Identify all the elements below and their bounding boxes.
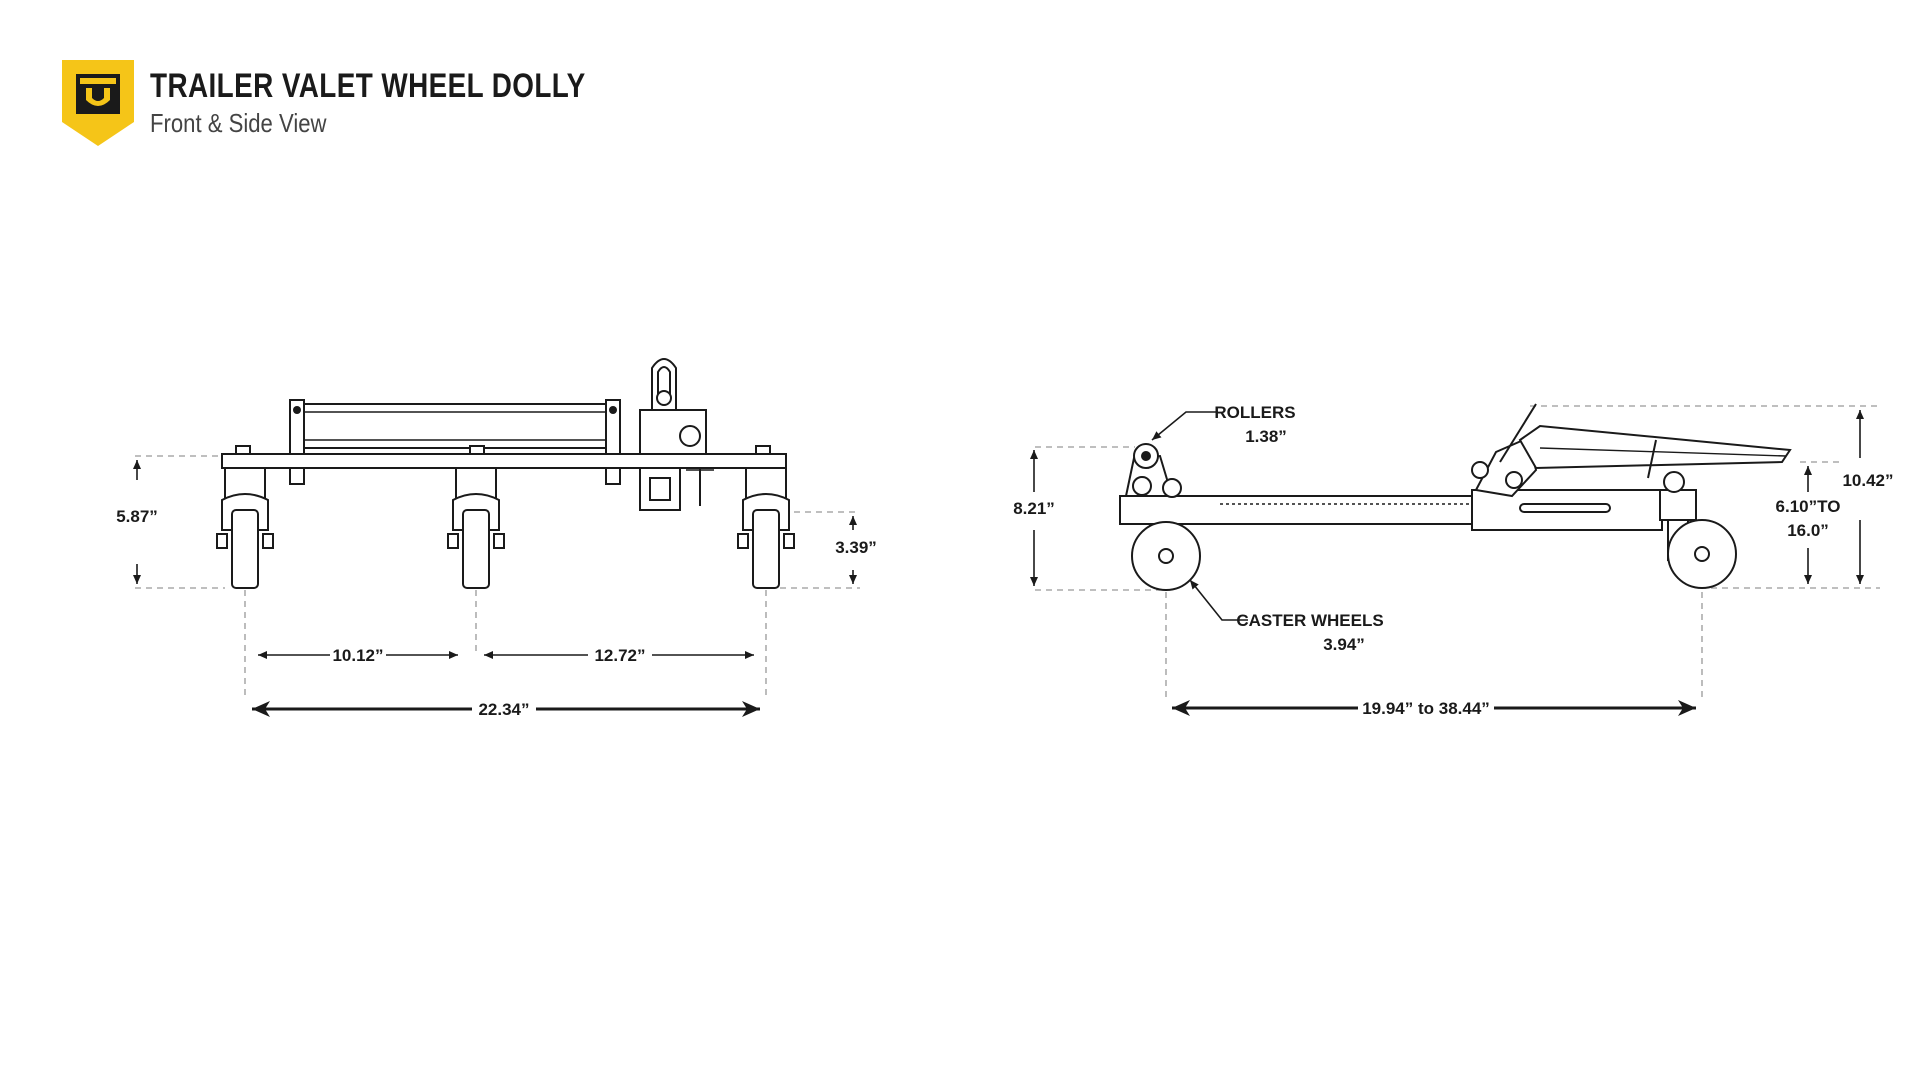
dim-length-range-label: 19.94” to 38.44” xyxy=(1362,699,1490,718)
dim-height-label: 5.87” xyxy=(116,507,158,526)
brand-logo-icon xyxy=(62,60,134,146)
dim-hitch-height-label: 3.39” xyxy=(835,538,877,557)
page-title: TRAILER VALET WHEEL DOLLY xyxy=(150,67,586,105)
side-view: 8.21” 10.42” 6.10”TO 16.0” ROLLERS 1.38”… xyxy=(1013,403,1893,718)
caster-wheels-label: CASTER WHEELS xyxy=(1236,611,1383,630)
caster-wheels-size-label: 3.94” xyxy=(1323,635,1365,654)
dim-overall-height-label: 10.42” xyxy=(1842,471,1893,490)
dim-lift-range-b-label: 16.0” xyxy=(1787,521,1829,540)
header: TRAILER VALET WHEEL DOLLY Front & Side V… xyxy=(62,60,681,146)
caster-wheel-center xyxy=(447,467,505,589)
dim-left-spacing-label: 10.12” xyxy=(332,646,383,665)
page-subtitle: Front & Side View xyxy=(150,108,327,138)
dim-overall-width-label: 22.34” xyxy=(478,700,529,719)
dim-right-spacing-label: 12.72” xyxy=(594,646,645,665)
caster-wheel-left xyxy=(216,467,274,589)
side-frame xyxy=(1119,495,1481,525)
front-frame xyxy=(221,453,787,469)
caster-wheel-right xyxy=(737,467,795,589)
dim-lift-range-a-label: 6.10”TO xyxy=(1776,497,1841,516)
dim-side-height-label: 8.21” xyxy=(1013,499,1055,518)
roller-bar xyxy=(297,403,617,449)
rollers-size-label: 1.38” xyxy=(1245,427,1287,446)
front-view: 5.87” 3.39” 10.12” 12.72” 22.34” xyxy=(116,358,877,719)
rollers-label: ROLLERS xyxy=(1214,403,1295,422)
